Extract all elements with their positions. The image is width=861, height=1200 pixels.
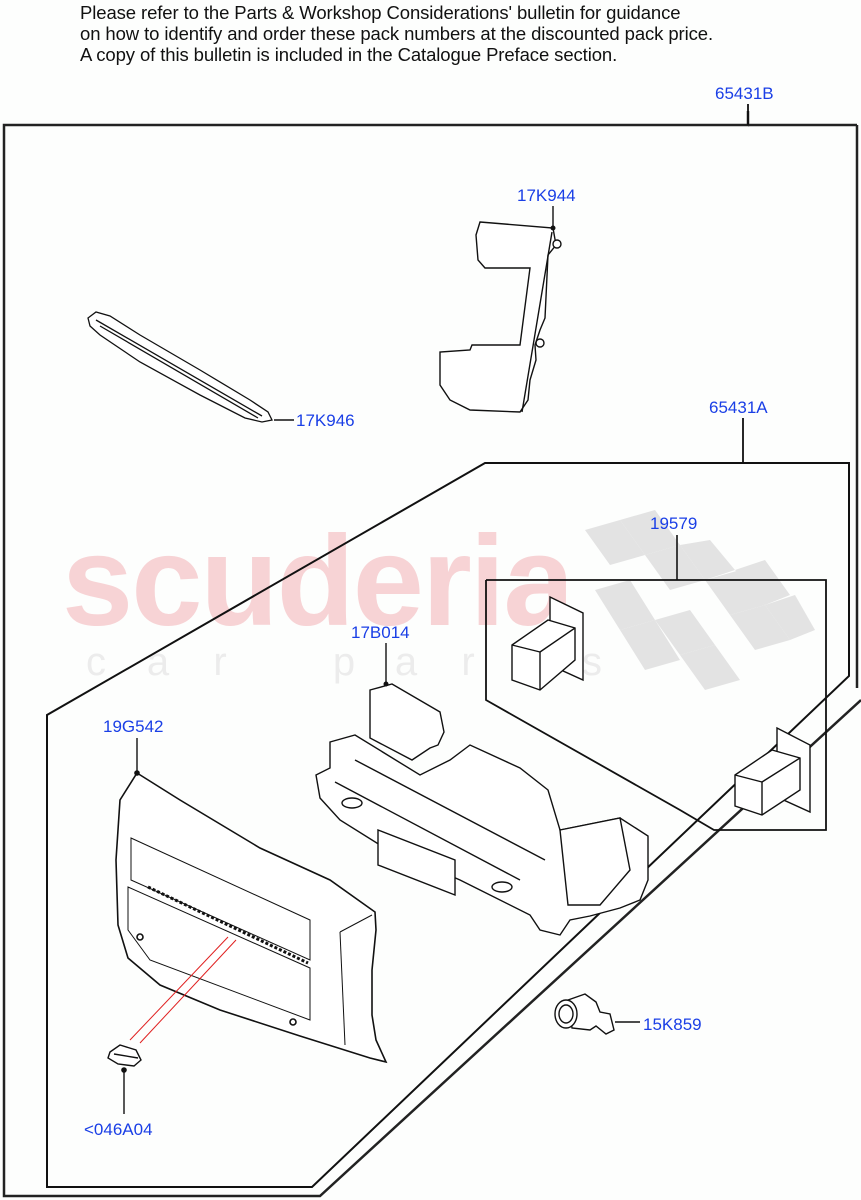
pack-box-19579 — [485, 579, 827, 831]
callout-65431A[interactable]: 65431A — [709, 398, 768, 417]
leader-dot-17B014 — [383, 681, 389, 687]
pack-box-65431A — [46, 462, 850, 1188]
callout-19G542[interactable]: 19G542 — [103, 717, 164, 736]
watermark-brand: scuderia — [62, 510, 574, 653]
pack-box-65431B — [2, 111, 861, 1198]
note-line-3: A copy of this bulletin is included in t… — [80, 44, 618, 65]
part-046A04-drawing — [107, 1044, 142, 1067]
part-19579-bracket-upper — [511, 595, 584, 691]
callout-17K944[interactable]: 17K944 — [517, 186, 576, 205]
callout-046A04[interactable]: <046A04 — [84, 1120, 153, 1139]
leader-dot-17K944 — [550, 225, 556, 231]
callout-65431B[interactable]: 65431B — [715, 84, 774, 103]
part-17K944-drawing — [439, 221, 562, 413]
callout-19579[interactable]: 19579 — [650, 514, 698, 533]
callout-17B014[interactable]: 17B014 — [351, 623, 410, 642]
note-line-2: on how to identify and order these pack … — [80, 23, 713, 44]
part-19579-bracket-lower — [734, 726, 811, 816]
bulletin-note: Please refer to the Parts & Workshop Con… — [80, 2, 820, 65]
part-19G542-drawing — [115, 771, 388, 1064]
red-leader-lines — [129, 936, 237, 1044]
note-line-1: Please refer to the Parts & Workshop Con… — [80, 2, 681, 23]
callout-15K859[interactable]: 15K859 — [643, 1015, 702, 1034]
part-15K859-drawing — [554, 993, 615, 1035]
checker-flag-watermark — [585, 510, 815, 690]
leader-dot-046A04 — [121, 1067, 127, 1073]
part-17B014-drawing — [315, 683, 649, 936]
leader-dot-19G542 — [134, 770, 140, 776]
part-17K946-drawing — [87, 311, 273, 423]
callout-17K946[interactable]: 17K946 — [296, 411, 355, 430]
